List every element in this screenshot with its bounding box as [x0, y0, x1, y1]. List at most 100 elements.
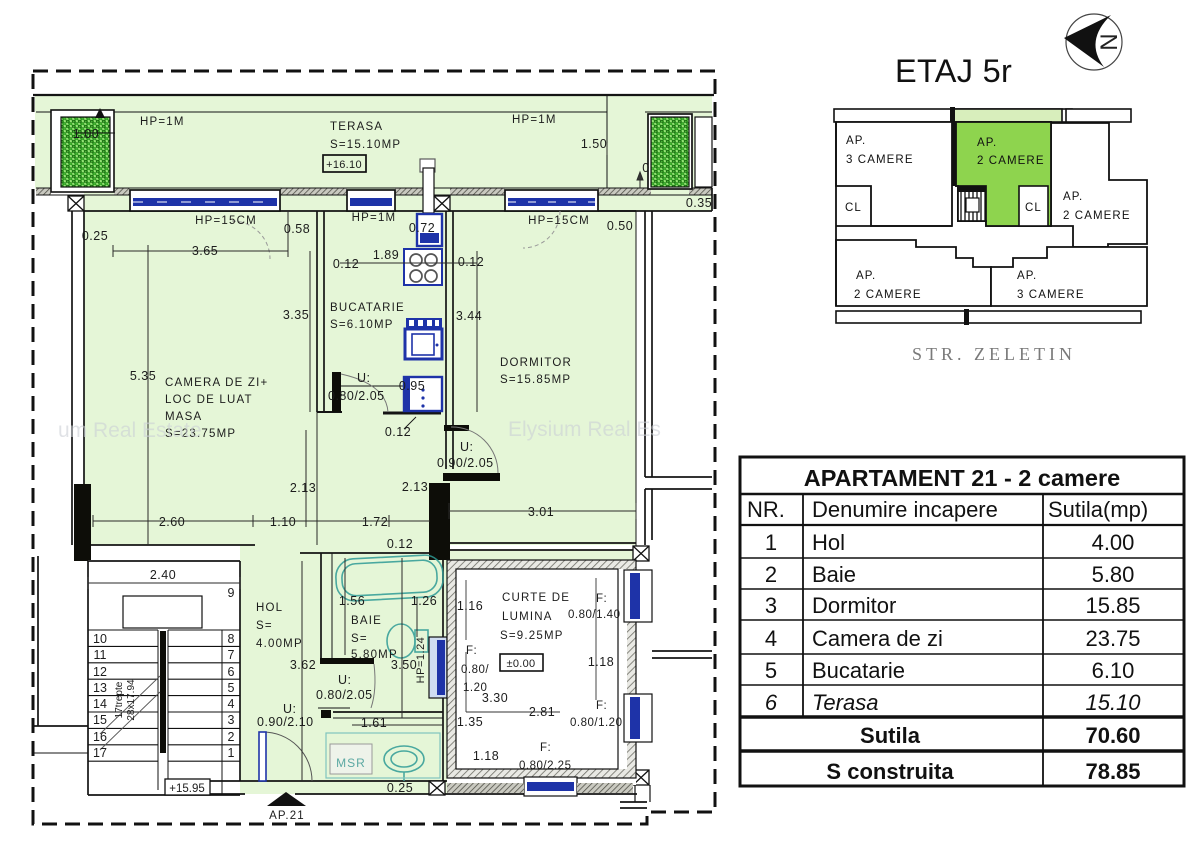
svg-text:S=23.75MP: S=23.75MP: [165, 428, 236, 440]
svg-text:Bucatarie: Bucatarie: [812, 658, 905, 683]
svg-text:0.80/1.40: 0.80/1.40: [568, 609, 620, 621]
svg-text:S=6.10MP: S=6.10MP: [330, 319, 394, 331]
svg-text:17: 17: [93, 746, 107, 760]
svg-text:AP.: AP.: [1017, 270, 1037, 282]
svg-text:1.18: 1.18: [473, 749, 499, 763]
svg-text:Denumire incapere: Denumire incapere: [812, 497, 998, 522]
svg-text:3.44: 3.44: [456, 309, 482, 323]
svg-text:+16.10: +16.10: [326, 159, 362, 171]
svg-text:HP=1.24: HP=1.24: [415, 637, 427, 684]
svg-text:CL: CL: [845, 202, 862, 214]
svg-text:5: 5: [765, 658, 777, 683]
svg-text:DORMITOR: DORMITOR: [500, 357, 572, 369]
svg-text:HP=15CM: HP=15CM: [195, 215, 257, 227]
svg-text:0.80/: 0.80/: [461, 664, 489, 676]
svg-text:U:: U:: [338, 673, 352, 687]
svg-text:0.12: 0.12: [387, 537, 413, 551]
svg-text:7: 7: [228, 648, 235, 662]
svg-text:0.80/2.25: 0.80/2.25: [519, 760, 571, 772]
svg-text:Hol: Hol: [812, 530, 845, 555]
svg-text:HP=1M: HP=1M: [352, 212, 397, 224]
svg-text:S=15.10MP: S=15.10MP: [330, 139, 401, 151]
svg-text:Sutila(mp): Sutila(mp): [1048, 497, 1148, 522]
svg-text:13: 13: [93, 681, 107, 695]
svg-text:2.40: 2.40: [150, 568, 176, 582]
svg-text:3 CAMERE: 3 CAMERE: [846, 154, 914, 166]
svg-text:0.12: 0.12: [385, 425, 411, 439]
svg-text:9: 9: [228, 586, 235, 600]
svg-text:0.95: 0.95: [399, 379, 425, 393]
svg-text:AP.: AP.: [856, 270, 876, 282]
svg-text:STR. ZELETIN: STR. ZELETIN: [912, 344, 1076, 364]
svg-text:F:: F:: [466, 645, 477, 657]
svg-text:APARTAMENT 21 - 2 camere: APARTAMENT 21 - 2 camere: [804, 465, 1120, 491]
svg-text:4: 4: [228, 697, 235, 711]
svg-text:3.50: 3.50: [391, 658, 417, 672]
svg-text:5.35: 5.35: [130, 369, 156, 383]
svg-text:Dormitor: Dormitor: [812, 593, 896, 618]
svg-text:Terasa: Terasa: [812, 690, 878, 715]
svg-text:MSR: MSR: [336, 756, 366, 770]
svg-text:23.75: 23.75: [1085, 626, 1140, 651]
svg-text:2 CAMERE: 2 CAMERE: [1063, 210, 1131, 222]
svg-text:4.00MP: 4.00MP: [256, 638, 303, 650]
svg-text:5.80MP: 5.80MP: [351, 649, 398, 661]
svg-text:0.12: 0.12: [458, 255, 484, 269]
svg-text:um Real Estate: um Real Estate: [58, 419, 202, 442]
svg-text:U:: U:: [460, 440, 474, 454]
svg-text:6.10: 6.10: [1092, 658, 1135, 683]
svg-text:1.89: 1.89: [373, 248, 399, 262]
svg-text:CL: CL: [1025, 202, 1042, 214]
svg-text:HOL: HOL: [256, 602, 283, 614]
svg-text:0.12: 0.12: [333, 257, 359, 271]
svg-text:3 CAMERE: 3 CAMERE: [1017, 289, 1085, 301]
svg-text:MASA: MASA: [165, 411, 202, 423]
svg-text:1.72: 1.72: [362, 515, 388, 529]
svg-text:AP.: AP.: [846, 135, 866, 147]
svg-text:1.18: 1.18: [588, 655, 614, 669]
svg-text:Camera de zi: Camera de zi: [812, 626, 943, 651]
svg-text:1.00: 1.00: [73, 127, 99, 141]
svg-text:0.80/1.20: 0.80/1.20: [570, 717, 622, 729]
svg-text:±0.00: ±0.00: [507, 658, 536, 670]
svg-text:15: 15: [93, 713, 107, 727]
svg-text:1.10: 1.10: [270, 515, 296, 529]
svg-text:2.13: 2.13: [290, 481, 316, 495]
svg-text:LOC DE LUAT: LOC DE LUAT: [165, 394, 253, 406]
svg-text:S=: S=: [351, 633, 368, 645]
svg-text:3.35: 3.35: [283, 308, 309, 322]
svg-text:10: 10: [93, 632, 107, 646]
svg-text:AP.: AP.: [977, 137, 997, 149]
svg-text:1.20: 1.20: [463, 682, 487, 694]
svg-text:NR.: NR.: [747, 497, 785, 522]
svg-text:F:: F:: [596, 700, 607, 712]
svg-text:HP=1M: HP=1M: [512, 114, 557, 126]
svg-text:15.10: 15.10: [1085, 690, 1141, 715]
svg-text:N: N: [1095, 33, 1122, 50]
svg-text:0.50: 0.50: [607, 219, 633, 233]
svg-text:Sutila: Sutila: [860, 723, 921, 748]
svg-text:ETAJ 5r: ETAJ 5r: [895, 53, 1012, 89]
svg-text:+15.95: +15.95: [169, 783, 205, 795]
svg-text:16: 16: [93, 730, 107, 744]
svg-text:CURTE DE: CURTE DE: [502, 592, 570, 604]
svg-text:S=9.25MP: S=9.25MP: [500, 630, 564, 642]
svg-text:0.72: 0.72: [409, 221, 435, 235]
svg-text:78.85: 78.85: [1085, 759, 1140, 784]
svg-text:1.56: 1.56: [339, 594, 365, 608]
svg-text:1.35: 1.35: [457, 715, 483, 729]
svg-text:3.01: 3.01: [528, 505, 554, 519]
svg-text:2 CAMERE: 2 CAMERE: [977, 155, 1045, 167]
svg-text:2: 2: [228, 730, 235, 744]
svg-text:TERASA: TERASA: [330, 121, 383, 133]
svg-text:0.80/2.05: 0.80/2.05: [328, 389, 385, 403]
svg-text:S=: S=: [256, 620, 273, 632]
svg-text:4.00: 4.00: [1092, 530, 1135, 555]
svg-text:6: 6: [765, 690, 778, 715]
svg-text:14: 14: [93, 697, 107, 711]
svg-text:3.30: 3.30: [482, 691, 508, 705]
svg-text:12: 12: [93, 665, 107, 679]
svg-text:5.80: 5.80: [1092, 562, 1135, 587]
svg-text:2.60: 2.60: [159, 515, 185, 529]
svg-text:0.80/2.05: 0.80/2.05: [316, 688, 373, 702]
